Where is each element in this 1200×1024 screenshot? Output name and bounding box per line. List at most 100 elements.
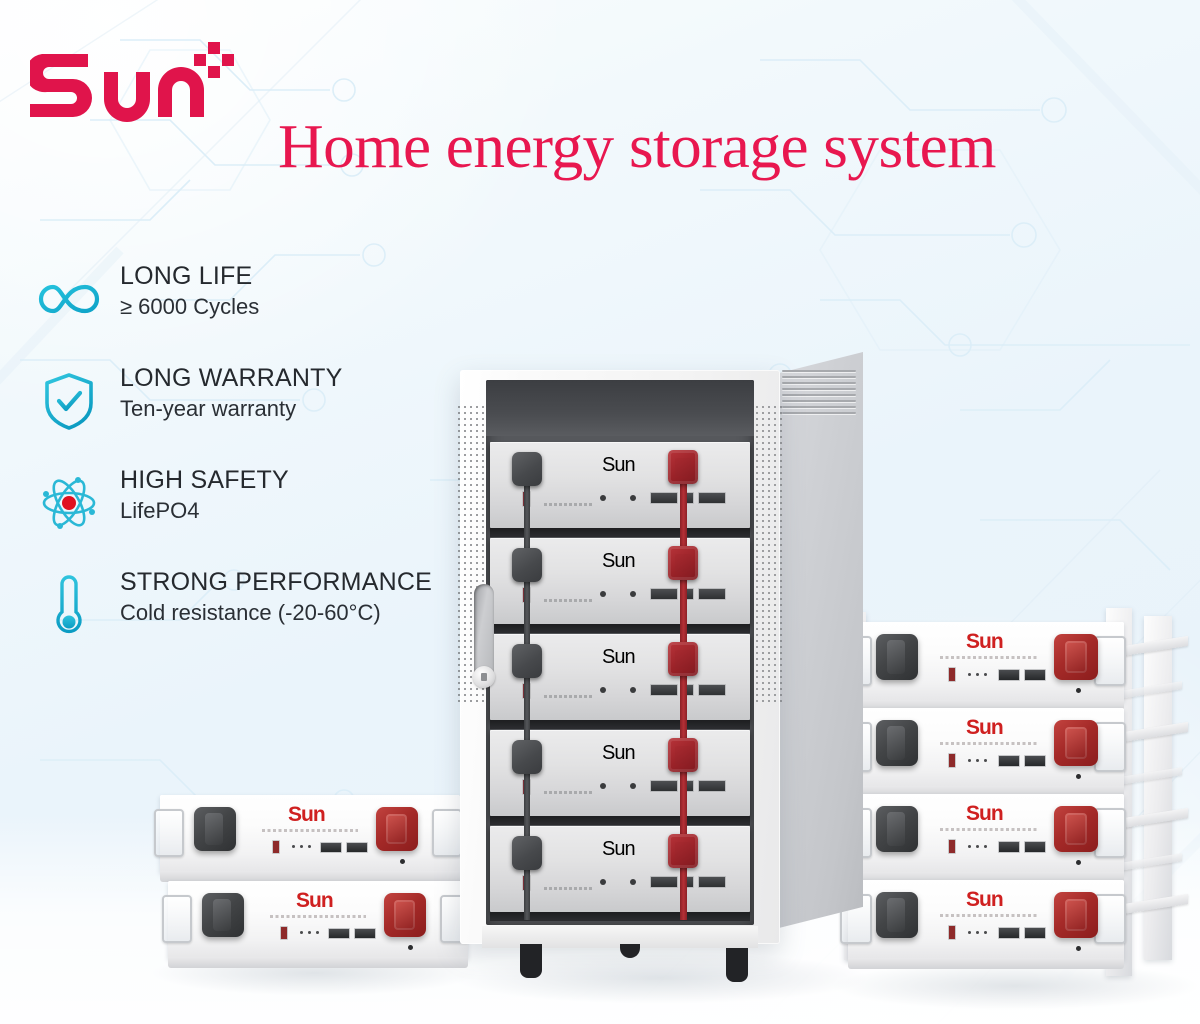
cabinet-base (482, 926, 758, 948)
module-positive-connector (376, 807, 418, 851)
module-led-1 (292, 845, 295, 848)
module-positive-connector (1054, 892, 1098, 938)
module-led-2 (630, 879, 636, 885)
module-port-1[interactable] (998, 755, 1020, 767)
module-positive-connector (384, 893, 426, 937)
module-power-switch[interactable] (948, 925, 956, 940)
module-negative-connector (202, 893, 244, 937)
cabinet-module-connector (668, 834, 698, 868)
module-bottom-lip (848, 786, 1124, 797)
atom-icon (42, 477, 96, 529)
feature-title: LONG LIFE (120, 262, 253, 290)
module-screw (408, 945, 413, 950)
module-port-1[interactable] (650, 780, 678, 792)
module-screw (1076, 946, 1081, 951)
infinity-icon (38, 284, 100, 314)
module-port-1[interactable] (998, 669, 1020, 681)
module-microtext (544, 887, 594, 890)
module-port-1[interactable] (328, 928, 350, 939)
module-port-3[interactable] (698, 780, 726, 792)
module-port-2[interactable] (1024, 755, 1046, 767)
module-screw (1076, 774, 1081, 779)
module-port-2[interactable] (1024, 669, 1046, 681)
module-power-switch[interactable] (948, 839, 956, 854)
module-power-switch[interactable] (948, 667, 956, 682)
module-microtext (544, 503, 594, 506)
cabinet-module-connector (668, 450, 698, 484)
module-handle-left (154, 809, 184, 857)
module-led-1 (600, 879, 606, 885)
module-logo: Sun (602, 550, 636, 572)
module-led-1 (968, 673, 971, 676)
module-port-3[interactable] (698, 588, 726, 600)
module-logo: Sun (296, 889, 334, 912)
cabinet-handle[interactable] (474, 584, 494, 680)
module-microtext (940, 828, 1038, 831)
feature-subtitle: ≥ 6000 Cycles (120, 294, 260, 319)
page-title: Home energy storage system (278, 113, 996, 181)
cabinet-vent-right (754, 404, 784, 704)
module-led-1 (968, 931, 971, 934)
module-port-3[interactable] (698, 492, 726, 504)
module-positive-connector (1054, 806, 1098, 852)
module-handle-right (432, 809, 462, 857)
cabinet-caster (520, 944, 542, 978)
cabinet-door[interactable] (771, 352, 863, 930)
battery-cabinet: Sun Sun (456, 352, 880, 982)
module-led-3 (316, 931, 319, 934)
feature-subtitle: Cold resistance (-20-60°C) (120, 600, 381, 625)
module-microtext (270, 915, 366, 918)
cabinet-lock-icon[interactable] (473, 666, 495, 688)
feature-title: STRONG PERFORMANCE (120, 568, 432, 596)
module-port-1[interactable] (650, 876, 678, 888)
module-port-1[interactable] (650, 588, 678, 600)
module-power-switch[interactable] (280, 926, 288, 940)
module-port-3[interactable] (698, 684, 726, 696)
feature-item-high-safety: HIGH SAFETY LifePO4 (34, 466, 504, 568)
cabinet-caster (726, 948, 748, 982)
module-led-2 (976, 931, 979, 934)
cabinet-module-connector (668, 642, 698, 676)
cabinet-module-connector (668, 546, 698, 580)
module-control-strip (522, 778, 726, 796)
module-port-2[interactable] (354, 928, 376, 939)
feature-title: HIGH SAFETY (120, 466, 289, 494)
feature-subtitle: Ten-year warranty (120, 396, 297, 421)
module-port-2[interactable] (1024, 841, 1046, 853)
module-port-1[interactable] (998, 841, 1020, 853)
module-negative-connector (876, 634, 918, 680)
module-led-2 (976, 759, 979, 762)
module-logo: Sun (288, 803, 326, 826)
cabinet-bus-cable (680, 460, 687, 920)
module-port-1[interactable] (320, 842, 342, 853)
module-port-2[interactable] (1024, 927, 1046, 939)
cabinet-caster (620, 944, 640, 958)
module-logo: Sun (602, 838, 636, 860)
module-handle-right (1094, 636, 1126, 686)
module-led-2 (976, 673, 979, 676)
module-power-switch[interactable] (272, 840, 280, 854)
module-led-3 (984, 673, 987, 676)
module-logo: Sun (966, 716, 1004, 739)
module-port-2[interactable] (346, 842, 368, 853)
battery-module: Sun (840, 708, 1126, 797)
module-port-1[interactable] (650, 492, 678, 504)
module-logo: Sun (602, 454, 636, 476)
module-led-1 (600, 591, 606, 597)
module-port-1[interactable] (998, 927, 1020, 939)
cabinet-module-handle (512, 452, 542, 486)
cabinet-module-connector (668, 738, 698, 772)
module-led-2 (630, 591, 636, 597)
cabinet-module-handle (512, 548, 542, 582)
module-port-1[interactable] (650, 684, 678, 696)
module-screw (1076, 688, 1081, 693)
module-power-switch[interactable] (948, 753, 956, 768)
module-led-1 (968, 845, 971, 848)
module-port-3[interactable] (698, 876, 726, 888)
module-led-2 (300, 845, 303, 848)
module-led-2 (308, 931, 311, 934)
cabinet-door-vents (782, 370, 856, 414)
feature-item-long-warranty: LONG WARRANTY Ten-year warranty (34, 364, 504, 466)
module-control-strip (522, 682, 726, 700)
